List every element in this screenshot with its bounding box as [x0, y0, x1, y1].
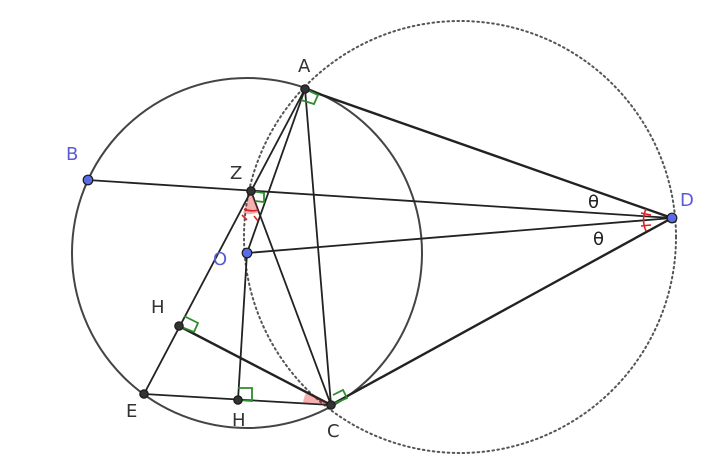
angle-mark-d: [642, 208, 647, 232]
right-angle-mark-z: [250, 190, 265, 204]
circle-centered-o: [71, 77, 423, 429]
segment-od: [246, 217, 673, 254]
angle-mark-z-tick-1: [241, 214, 248, 221]
point-d: [666, 212, 678, 224]
angle-mark-z-fill: [243, 191, 259, 215]
label-z: Z: [230, 163, 242, 184]
point-a: [300, 84, 310, 94]
point-h2: [233, 395, 243, 405]
label-theta-upper: θ: [588, 192, 599, 213]
point-o: [241, 247, 253, 259]
dotted-circle-ad-diameter: [243, 20, 677, 454]
angle-mark-z-tick-2: [253, 215, 259, 222]
right-angle-mark-a: [300, 88, 320, 106]
segment-bd: [87, 179, 673, 219]
segments: [87, 87, 673, 407]
angle-mark-d-tick-2: [640, 224, 652, 227]
label-e: E: [126, 401, 137, 422]
angle-mark-c: [303, 393, 331, 405]
segment-ao: [246, 88, 306, 254]
angle-mark-d-tick-1: [640, 212, 652, 216]
label-theta-lower: θ: [593, 229, 604, 250]
angle-marks: [241, 191, 652, 405]
point-h1: [174, 321, 184, 331]
segment-ae: [143, 88, 306, 395]
point-c: [326, 400, 336, 410]
right-angle-markers: [178, 88, 349, 406]
label-b: B: [66, 144, 78, 165]
point-e: [139, 389, 149, 399]
point-z: [246, 186, 256, 196]
segment-ad: [304, 87, 673, 220]
angle-mark-z: [243, 208, 259, 212]
segment-ac: [304, 88, 332, 406]
label-h1: H: [151, 297, 165, 318]
labels: A B Z O D H H E C θ θ: [66, 56, 694, 442]
label-c: C: [327, 421, 340, 442]
label-h2: H: [232, 410, 246, 431]
right-angle-mark-h2: [237, 387, 253, 402]
right-angle-mark-c: [330, 388, 349, 406]
label-o: O: [213, 249, 227, 270]
label-a: A: [298, 56, 311, 77]
segment-hc: [178, 324, 332, 407]
points: [82, 84, 678, 410]
segment-zc: [250, 190, 332, 406]
point-b: [82, 174, 94, 186]
segment-dc: [330, 216, 673, 407]
right-angle-mark-h1: [178, 315, 200, 334]
segment-oh: [237, 252, 248, 401]
label-d: D: [680, 190, 694, 211]
